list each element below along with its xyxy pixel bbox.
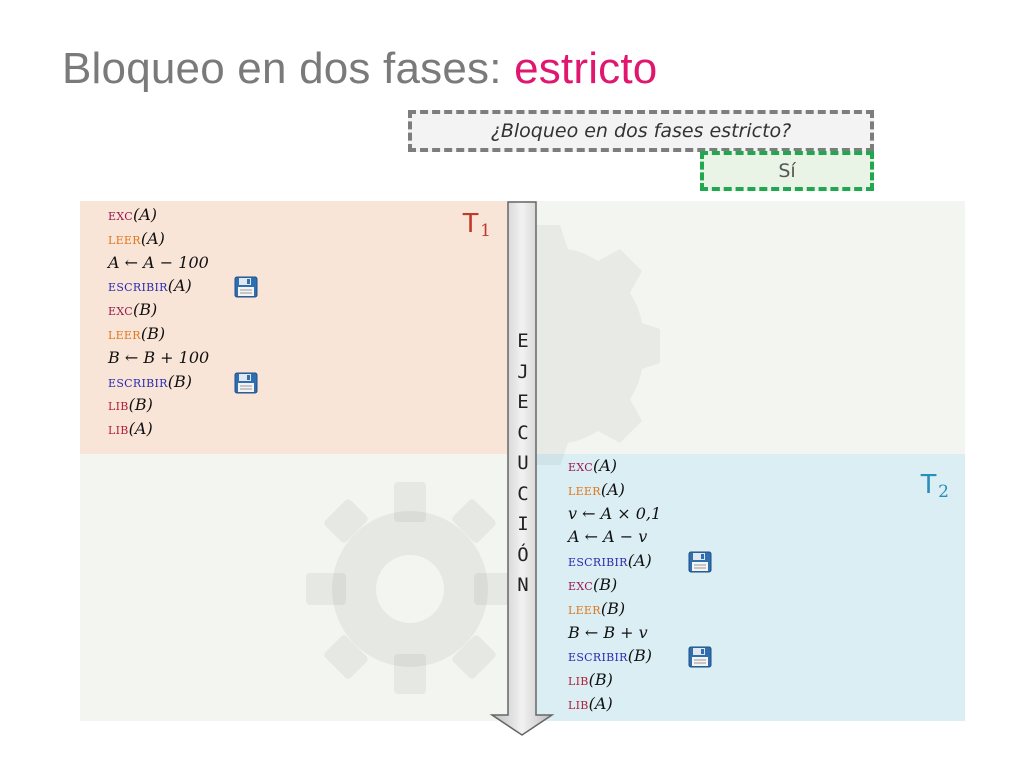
operation-item: A ← A − 100 — [108, 251, 209, 275]
operation-expression: (B) — [627, 646, 652, 666]
execution-letter: C — [517, 482, 529, 505]
title-main: Bloqueo en dos fases: — [62, 44, 515, 93]
answer-box: Sí — [700, 151, 874, 191]
operation-item: B ← B + 100 — [108, 346, 209, 370]
operation-item: leer(B) — [568, 597, 661, 621]
operation-item: exc(A) — [568, 454, 661, 478]
execution-letter: E — [517, 330, 529, 352]
gear-icon — [306, 482, 510, 694]
execution-letter: I — [517, 513, 529, 535]
operation-expression: A ← A − v — [568, 527, 648, 547]
operation-keyword: exc — [108, 301, 133, 320]
operation-expression: (A) — [128, 419, 153, 439]
title-accent: estricto — [514, 44, 658, 93]
operation-item: escribir(A) — [108, 274, 258, 298]
operation-expression: (B) — [167, 371, 192, 391]
gear-icon — [530, 225, 660, 465]
operation-item: A ← A − v — [568, 525, 661, 549]
operation-item: lib(B) — [108, 393, 209, 417]
operation-expression: (B) — [140, 323, 166, 343]
operation-expression: (A) — [132, 205, 158, 224]
arrow-down-icon — [489, 201, 555, 736]
operation-item: exc(B) — [568, 573, 661, 597]
operation-item: leer(B) — [108, 322, 209, 346]
operation-expression: (B) — [588, 670, 613, 690]
operation-item: B ← B + v — [568, 621, 661, 645]
operation-item: lib(B) — [568, 668, 661, 692]
operation-expression: (A) — [140, 228, 165, 248]
operation-expression: v ← A × 0,1 — [568, 503, 662, 523]
operation-keyword: escribir — [108, 277, 168, 296]
operation-keyword: leer — [568, 480, 601, 499]
operation-item: lib(A) — [108, 417, 209, 441]
operation-expression: (B) — [592, 574, 618, 594]
operation-expression: (A) — [627, 551, 652, 571]
operation-keyword: escribir — [568, 647, 628, 666]
operation-keyword: leer — [108, 229, 141, 248]
execution-letter: J — [517, 360, 529, 383]
floppy-disk-icon — [688, 551, 712, 573]
operation-expression: (A) — [167, 276, 192, 296]
floppy-disk-icon — [688, 646, 712, 668]
operation-item: v ← A × 0,1 — [568, 502, 661, 526]
operation-keyword: escribir — [108, 372, 168, 391]
operation-keyword: leer — [108, 324, 141, 343]
operation-item: escribir(B) — [568, 644, 712, 668]
t2-panel — [512, 454, 965, 721]
operation-keyword: lib — [568, 694, 589, 713]
t1-label: T1 — [462, 207, 491, 241]
floppy-disk-icon — [234, 372, 258, 394]
operation-expression: A ← A − 100 — [108, 252, 209, 272]
operation-expression: (B) — [132, 300, 158, 320]
operation-item: leer(A) — [568, 478, 661, 502]
question-box: ¿Bloqueo en dos fases estricto? — [408, 110, 874, 152]
execution-letter: U — [517, 452, 529, 474]
operation-keyword: lib — [568, 671, 589, 690]
operation-keyword: lib — [108, 420, 129, 439]
operation-item: exc(A) — [108, 203, 209, 227]
execution-letter: Ó — [517, 543, 529, 566]
operation-keyword: escribir — [568, 552, 628, 571]
operation-item: lib(A) — [568, 692, 661, 716]
t1-panel — [80, 201, 512, 454]
operation-keyword: exc — [568, 575, 593, 594]
operation-item: exc(B) — [108, 298, 209, 322]
empty-panel-top — [512, 201, 965, 454]
operation-item: escribir(A) — [568, 549, 712, 573]
operation-item: escribir(B) — [108, 370, 258, 394]
operation-expression: (A) — [592, 456, 618, 475]
operation-expression: (A) — [588, 693, 613, 713]
operation-keyword: leer — [568, 599, 601, 618]
operation-expression: (B) — [128, 395, 153, 415]
operation-keyword: exc — [108, 206, 133, 224]
operation-expression: (A) — [600, 479, 625, 499]
execution-letter: C — [517, 421, 529, 444]
execution-letter: N — [517, 574, 529, 596]
operation-item: leer(A) — [108, 227, 209, 251]
operation-expression: (B) — [600, 598, 626, 618]
floppy-disk-icon — [234, 276, 258, 298]
operation-keyword: lib — [108, 396, 129, 415]
operation-keyword: exc — [568, 457, 593, 475]
slide-title: Bloqueo en dos fases: estricto — [62, 44, 657, 94]
t2-label: T2 — [920, 468, 949, 502]
operation-expression: B ← B + 100 — [108, 347, 210, 367]
execution-letter: E — [517, 391, 529, 413]
operation-expression: B ← B + v — [568, 622, 648, 642]
